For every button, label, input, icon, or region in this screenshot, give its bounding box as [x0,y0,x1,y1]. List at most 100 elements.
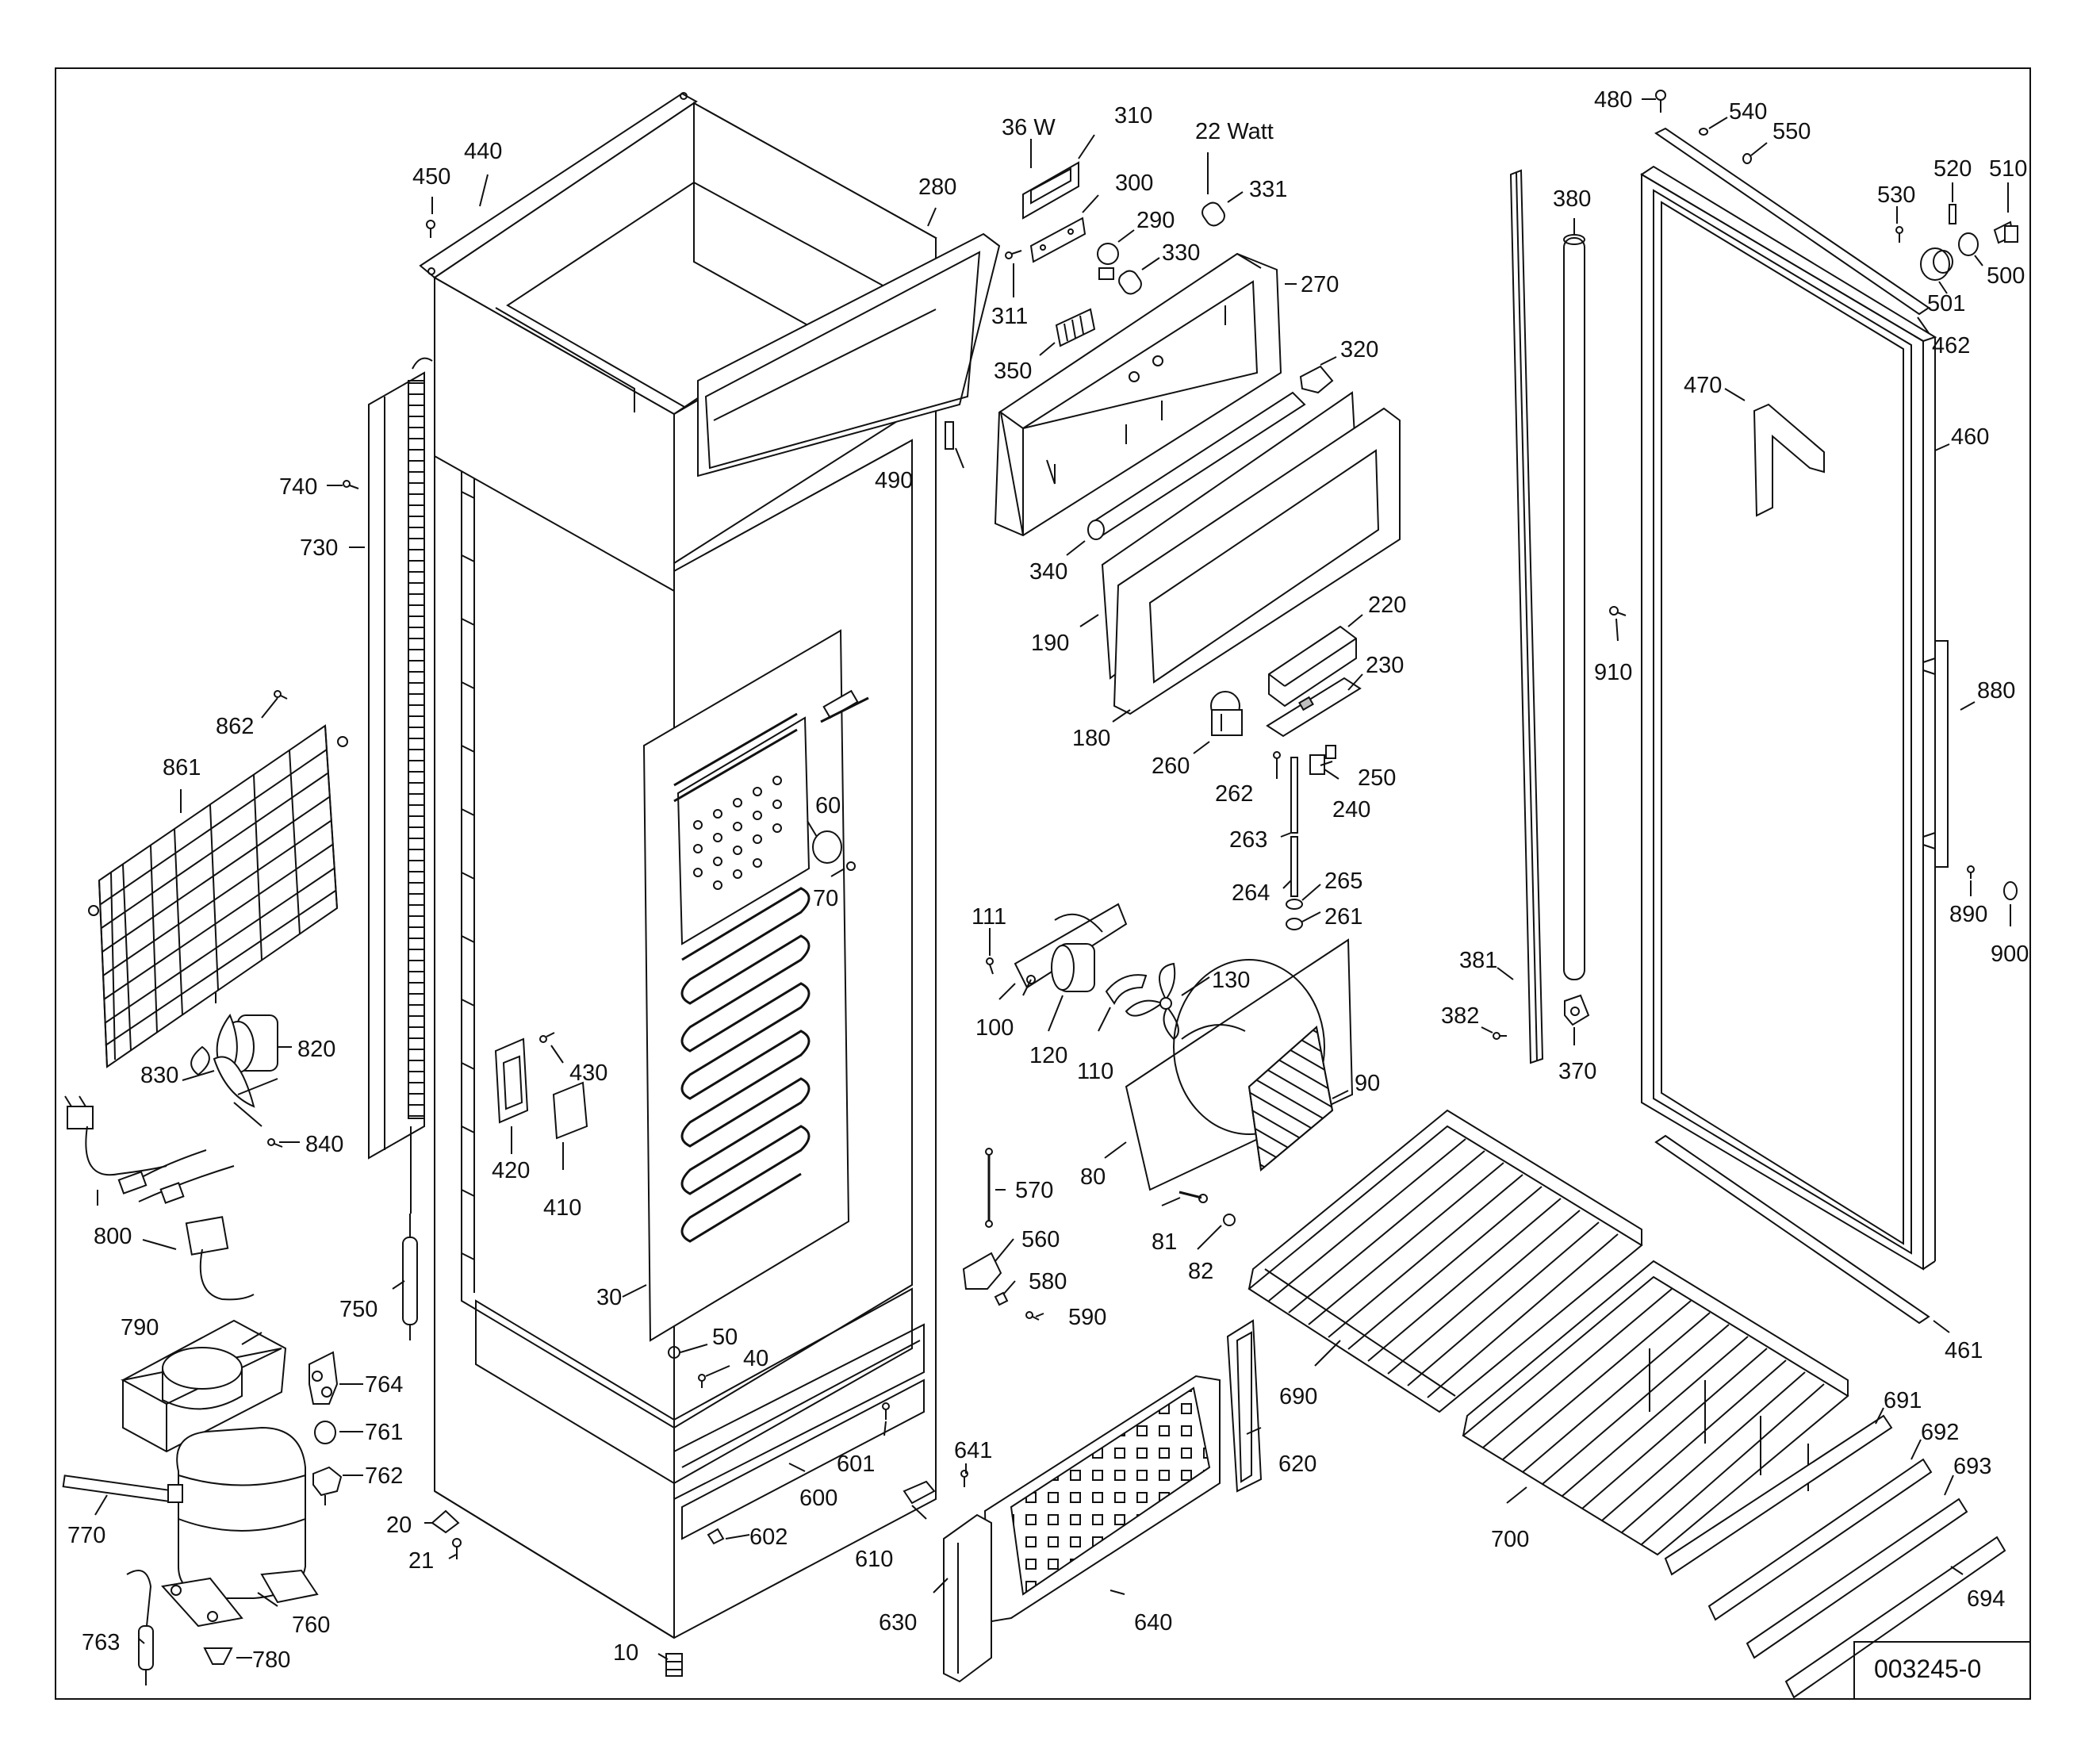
fan-housing-80 [1125,938,1354,1191]
holder-110 [1105,974,1148,1005]
label-340: 340 [1029,559,1067,585]
label-290: 290 [1136,208,1175,233]
strip-693 [1746,1497,1968,1659]
label-830: 830 [140,1063,178,1088]
screw-480 [1655,90,1666,113]
label-120: 120 [1029,1043,1067,1068]
label-30: 30 [596,1285,622,1310]
screw-740 [343,480,359,489]
label-690: 690 [1279,1384,1317,1409]
screw-430 [539,1032,555,1043]
label-462: 462 [1932,333,1970,359]
screw-530 [1895,226,1903,243]
label-240: 240 [1332,797,1370,823]
label-60: 60 [815,793,841,819]
label-760: 760 [292,1613,330,1638]
label-270: 270 [1301,272,1339,297]
screw-890 [1967,865,1975,879]
label-601: 601 [837,1451,875,1477]
label-880: 880 [1977,678,2015,704]
strip-694 [1784,1536,2006,1699]
label-460: 460 [1951,424,1989,450]
label-600: 600 [799,1486,837,1511]
label-520: 520 [1933,156,1972,182]
label-693: 693 [1953,1454,1991,1479]
part-580 [994,1291,1009,1306]
label-480: 480 [1594,87,1632,113]
part-410 [552,1081,588,1140]
cap-900 [2003,881,2018,900]
label-370: 370 [1558,1059,1596,1084]
label-410: 410 [543,1195,581,1221]
label-570: 570 [1015,1178,1053,1203]
lock-cylinder-501 [1920,247,1953,281]
label-780: 780 [252,1647,290,1673]
label-840: 840 [305,1132,343,1157]
compressor-cover-790 [121,1319,287,1453]
screw-111 [986,957,994,975]
screw-862 [274,690,288,700]
label-500: 500 [1987,263,2025,289]
label-910: 910 [1594,660,1632,685]
label-82: 82 [1188,1259,1213,1284]
label-900: 900 [1991,941,2029,967]
label-762: 762 [365,1463,403,1489]
label-440: 440 [464,139,502,164]
diagram-border [55,67,2031,1700]
screw-490 [945,421,954,450]
part-300 [1029,217,1086,263]
part-labels: 450 440 280 490 36 W 310 300 290 330 22 … [67,87,2029,1673]
label-450: 450 [412,164,450,190]
label-580: 580 [1029,1269,1067,1294]
label-641: 641 [954,1438,992,1463]
hinge-strip-461 [1654,1134,1930,1325]
label-610: 610 [855,1547,893,1572]
transformer-260 [1210,691,1243,736]
ballast-plate-230 [1266,677,1362,738]
screw-262 [1273,751,1281,769]
holder-320 [1299,365,1334,394]
label-800: 800 [94,1224,132,1249]
screw-601 [882,1402,890,1420]
part-290 [1097,243,1119,280]
label-330: 330 [1162,240,1200,266]
shelf-700 [1462,1260,1849,1556]
bracket-20 [431,1509,460,1534]
label-420: 420 [492,1158,530,1183]
label-350: 350 [994,359,1032,384]
starter-331 [1201,201,1225,227]
label-700: 700 [1491,1527,1529,1552]
part-761 [314,1421,336,1444]
fluorescent-tube-340 [1087,391,1306,540]
bracket-470 [1753,403,1825,517]
label-560: 560 [1021,1227,1060,1252]
label-470: 470 [1684,373,1722,398]
label-820: 820 [297,1037,335,1062]
label-730: 730 [300,535,338,561]
label-691: 691 [1884,1388,1922,1413]
label-21: 21 [408,1548,434,1574]
washer-50 [668,1346,680,1359]
label-381: 381 [1459,948,1497,973]
strip-692 [1707,1458,1933,1621]
foot-10 [665,1653,683,1677]
label-280: 280 [918,174,956,200]
label-764: 764 [365,1372,403,1398]
ballast-220 [1268,625,1357,708]
label-763: 763 [82,1630,120,1655]
label-20: 20 [386,1513,412,1538]
part-70-screw [846,861,856,871]
label-890: 890 [1949,902,1987,927]
label-501: 501 [1927,291,1965,316]
label-530: 530 [1877,182,1915,208]
label-100: 100 [975,1015,1014,1041]
rear-grille-861 [88,724,348,1068]
hinge-370 [1564,994,1590,1026]
screw-840 [267,1138,283,1148]
part-550 [1742,153,1752,164]
shaft-263 [1290,757,1298,897]
fan-blade-130 [1125,962,1179,1041]
top-frame [419,92,698,279]
screw-590 [1025,1311,1040,1321]
label-130: 130 [1212,968,1250,993]
